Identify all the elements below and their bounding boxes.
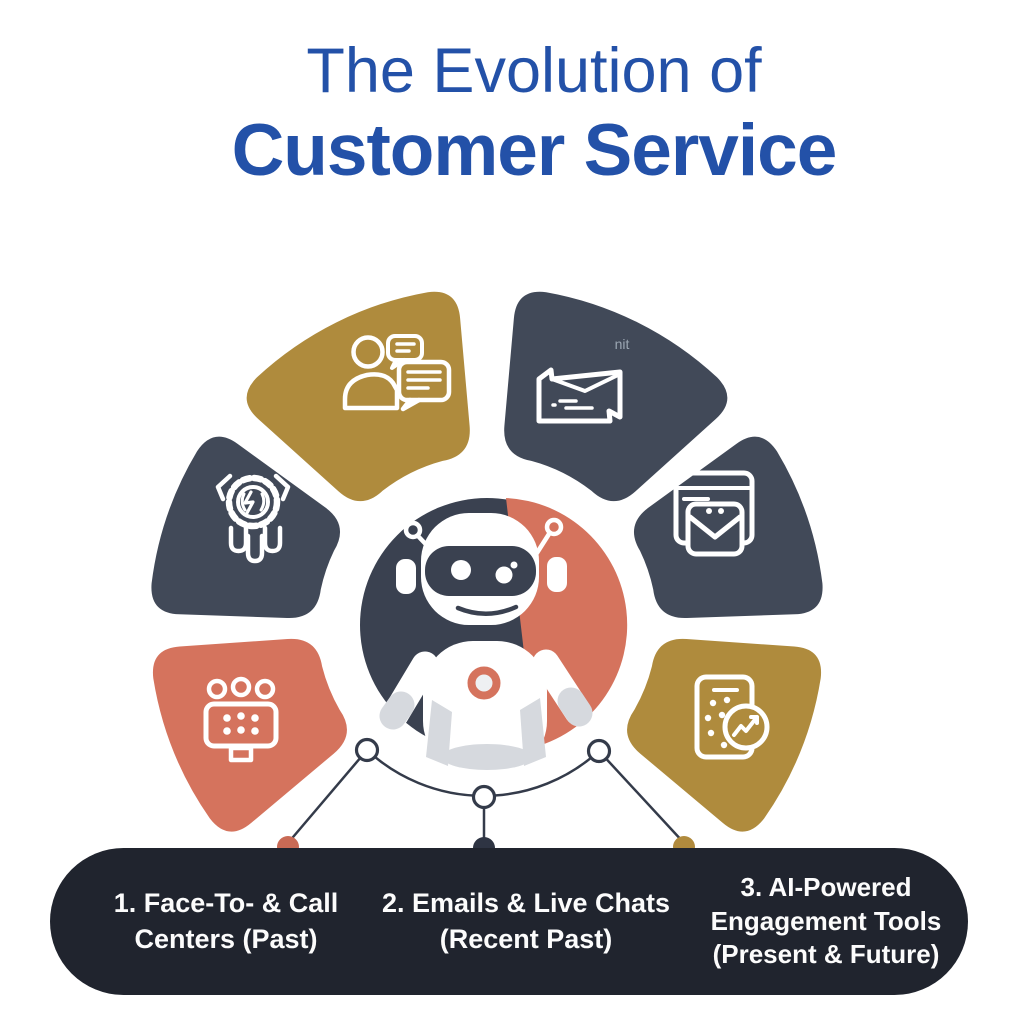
stage-label-1: 1. Face-To- & Call Centers (Past) (76, 886, 376, 956)
connector-line-right (598, 750, 685, 844)
stage-3-line-1: 3. AI-Powered (740, 871, 912, 902)
stage-label-3: 3. AI-Powered Engagement Tools (Present … (676, 871, 976, 972)
robot-torso (423, 641, 547, 771)
robot-ear-right (547, 557, 567, 592)
support-agent-chat-icon (342, 334, 452, 412)
title-line-1: The Evolution of (306, 36, 762, 106)
stage-1-line-2: Centers (Past) (134, 923, 318, 954)
webmail-window-icon (673, 470, 755, 557)
stage-label-2: 2. Emails & Live Chats (Recent Past) (376, 886, 676, 956)
email-message-icon (536, 367, 623, 424)
connector-line-left (287, 749, 368, 844)
switchboard-keypad-icon (203, 676, 279, 763)
artifact-text: nit (615, 336, 630, 352)
robot-eye-left (451, 560, 471, 580)
gear-settings-icon (215, 473, 291, 564)
connector-node-center (471, 784, 497, 810)
connector-node-left (354, 737, 380, 763)
page-title: The Evolution of Customer Service (0, 34, 1024, 194)
wedge-top-right (504, 291, 728, 502)
robot-visor (425, 546, 536, 596)
stage-2-line-1: 2. Emails & Live Chats (381, 888, 671, 919)
wedge-bottom-left (152, 638, 347, 832)
stage-2-line-2: (Recent Past) (439, 923, 613, 954)
stage-3-line-2: Engagement Tools (710, 905, 942, 936)
robot-eye-right (495, 566, 513, 584)
mobile-analytics-icon (694, 674, 770, 760)
robot-chest-ring (467, 666, 501, 700)
wedge-top-left (246, 291, 470, 502)
stage-1-line-1: 1. Face-To- & Call (113, 888, 339, 919)
robot-ear-left (396, 559, 416, 594)
chatbot-robot-illustration (379, 513, 593, 771)
stages-footer-bar: 1. Face-To- & Call Centers (Past) 2. Ema… (50, 848, 968, 995)
title-line-2: Customer Service (231, 110, 838, 192)
stage-3-line-3: (Present & Future) (712, 939, 940, 970)
connector-node-right (586, 738, 612, 764)
robot-smile (455, 604, 519, 616)
